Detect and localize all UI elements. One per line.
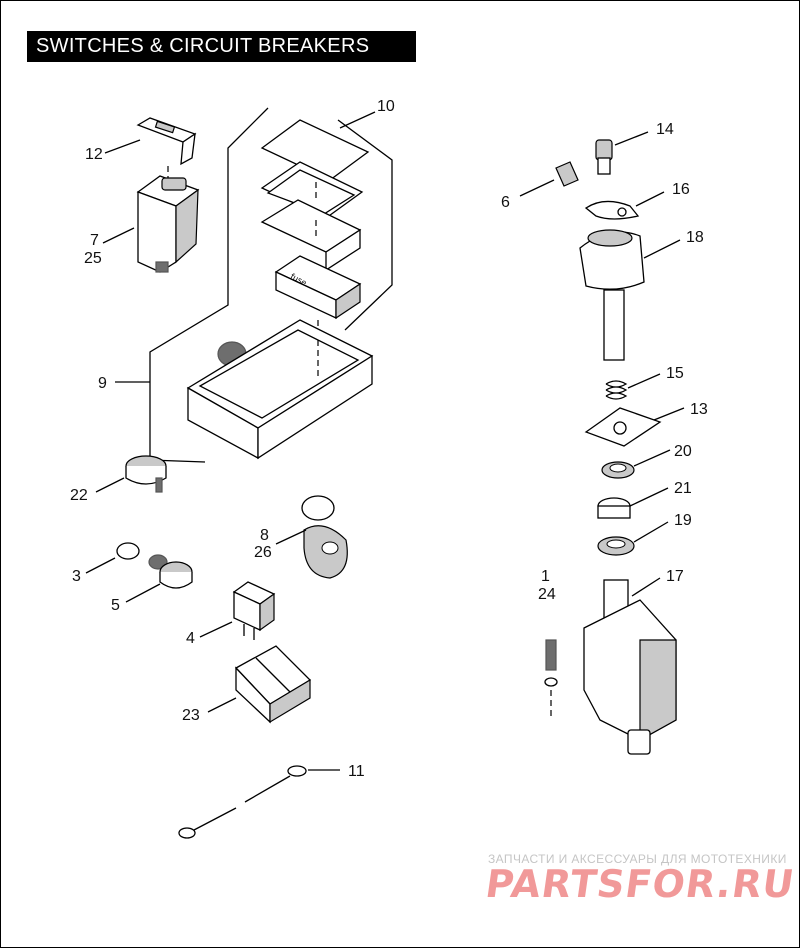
callout-3: 3	[72, 568, 81, 585]
part-9-tray	[186, 319, 374, 460]
part-4-relay	[199, 581, 276, 640]
callout-24: 24	[538, 586, 556, 603]
callout-16: 16	[672, 181, 690, 198]
callout-6: 6	[501, 194, 510, 211]
watermark-tagline: ЗАПЧАСТИ И АКСЕССУАРЫ ДЛЯ МОТОТЕХНИКИ	[488, 852, 787, 866]
callout-10: 10	[377, 98, 395, 115]
callout-7: 7	[90, 232, 99, 249]
part-13-plate	[584, 407, 685, 447]
callout-21: 21	[674, 480, 692, 497]
callout-14: 14	[656, 121, 674, 138]
part-10-covers	[260, 119, 370, 272]
callout-labels: 10 12 7 25 9 22 3 5 8 26 4 23 11 14 6 16…	[70, 98, 708, 780]
part-21-collar	[597, 487, 669, 519]
leader-3	[85, 557, 116, 574]
callout-5: 5	[111, 597, 120, 614]
part-16-plate	[584, 191, 665, 220]
callout-1: 1	[541, 568, 550, 585]
part-20-ring	[601, 449, 671, 479]
leader-10	[339, 111, 376, 129]
watermark-logo: PARTSFOR.RU	[482, 862, 798, 906]
callout-20: 20	[674, 443, 692, 460]
part-5	[125, 554, 193, 603]
callout-25: 25	[84, 250, 102, 267]
part-10-fuse-block: fuse	[274, 255, 362, 340]
callout-22: 22	[70, 487, 88, 504]
part-15-spring	[605, 373, 661, 400]
callout-13: 13	[690, 401, 708, 418]
callout-26: 26	[254, 544, 272, 561]
callout-17: 17	[666, 568, 684, 585]
callout-11: 11	[348, 763, 365, 780]
callout-23: 23	[182, 707, 200, 724]
callout-15: 15	[666, 365, 684, 382]
part-6-clip	[519, 161, 579, 197]
part-1-screw	[544, 639, 558, 720]
callout-8: 8	[260, 527, 269, 544]
callout-19: 19	[674, 512, 692, 529]
callout-9: 9	[98, 375, 107, 392]
part-18-knob	[579, 229, 681, 361]
part-17-switch-body	[583, 577, 677, 755]
diagram-title: SWITCHES & CIRCUIT BREAKERS	[27, 31, 416, 62]
part-19-bushing	[597, 521, 669, 556]
part-8-cap	[275, 495, 348, 579]
part-3-oring	[116, 542, 140, 560]
part-23-holder	[207, 645, 312, 724]
callout-18: 18	[686, 229, 704, 246]
bracket-10	[337, 119, 393, 331]
callout-12: 12	[85, 146, 103, 163]
part-7-switch	[102, 175, 200, 273]
callout-4: 4	[186, 630, 195, 647]
part-22	[95, 455, 167, 493]
part-12-clip	[104, 117, 197, 182]
part-11-cable	[178, 765, 340, 839]
part-14-key	[595, 131, 649, 175]
